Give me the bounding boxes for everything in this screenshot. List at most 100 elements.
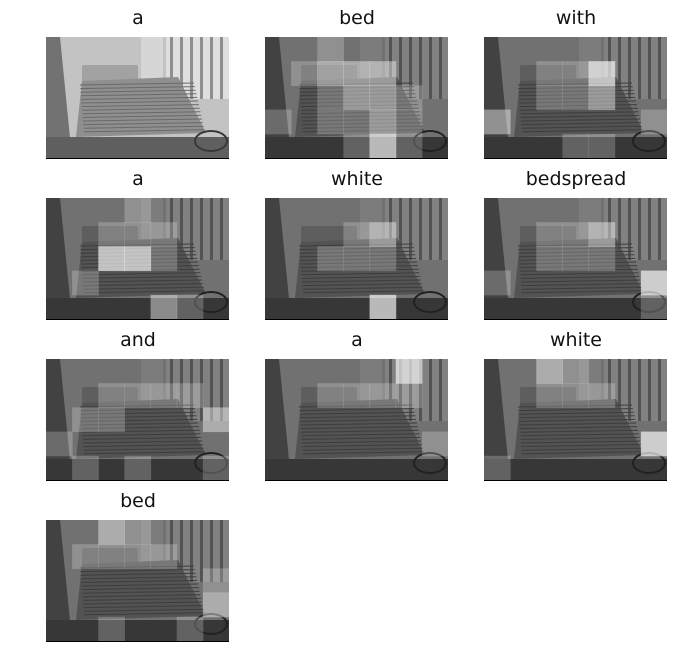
attention-cell — [562, 61, 590, 86]
attention-cell — [343, 383, 371, 408]
attention-cell — [98, 222, 125, 247]
attention-cell — [369, 85, 397, 111]
attention-image — [46, 520, 229, 642]
attention-image — [265, 359, 448, 481]
attention-cell — [98, 407, 125, 433]
attention-cell — [588, 85, 616, 111]
attention-cell — [150, 383, 178, 408]
panel-word: a — [351, 329, 363, 351]
attention-cell — [176, 294, 204, 319]
attention-cell — [536, 85, 563, 111]
attention-cell — [72, 270, 99, 296]
attention-cell — [369, 133, 397, 158]
attention-image — [46, 359, 229, 481]
attention-cell — [640, 431, 667, 457]
attention-cell — [562, 383, 590, 408]
attention-cell — [317, 61, 344, 86]
attention-cell — [395, 109, 423, 135]
attention-cell — [176, 616, 204, 641]
attention-cell — [395, 133, 423, 158]
attention-cell — [124, 455, 152, 480]
attention-cell — [588, 222, 616, 247]
attention-cell — [536, 383, 563, 408]
attention-cell — [124, 246, 152, 272]
attention-cell — [317, 383, 344, 408]
attention-image — [484, 198, 667, 320]
attention-cell — [484, 455, 511, 480]
attention-cell — [124, 520, 152, 545]
attention-image — [265, 37, 448, 159]
attention-image — [484, 37, 667, 159]
attention-cell — [124, 544, 152, 569]
panel-word: white — [331, 168, 383, 190]
attention-image — [46, 198, 229, 320]
attention-cell — [124, 198, 152, 223]
attention-cell — [588, 61, 616, 86]
attention-cell — [640, 109, 667, 135]
attention-cell — [343, 133, 371, 158]
panel-word: a — [132, 168, 144, 190]
attention-cell — [72, 544, 99, 569]
attention-cell — [98, 520, 125, 545]
attention-cell — [588, 246, 616, 272]
attention-cell — [369, 109, 397, 135]
panel-word: white — [550, 329, 602, 351]
attention-cell — [369, 246, 397, 272]
attention-cell — [150, 544, 178, 569]
attention-cell — [536, 61, 563, 86]
attention-cell — [536, 222, 563, 247]
attention-cell — [150, 246, 178, 272]
attention-cell — [72, 407, 99, 433]
attention-cell — [562, 359, 590, 384]
attention-cell — [343, 246, 371, 272]
attention-cell — [150, 222, 178, 247]
attention-cell — [484, 109, 511, 135]
attention-cell — [98, 616, 125, 641]
attention-cell — [588, 133, 616, 158]
panel-word: a — [132, 7, 144, 29]
attention-cell — [588, 383, 616, 408]
attention-image — [484, 359, 667, 481]
attention-cell — [202, 455, 229, 480]
attention-cell — [291, 61, 318, 86]
attention-cell — [176, 383, 204, 408]
attention-cell — [124, 383, 152, 408]
attention-cell — [536, 246, 563, 272]
attention-cell — [562, 133, 590, 158]
attention-cell — [317, 109, 344, 135]
attention-cell — [343, 109, 371, 135]
panel-word: bed — [339, 7, 375, 29]
attention-cell — [343, 222, 371, 247]
attention-cell — [46, 431, 73, 457]
attention-cell — [202, 568, 229, 594]
attention-cell — [124, 222, 152, 247]
attention-cell — [265, 109, 292, 135]
attention-cell — [395, 359, 423, 384]
attention-cell — [343, 85, 371, 111]
panel-word: and — [120, 329, 156, 351]
attention-cell — [202, 592, 229, 618]
attention-cell — [343, 61, 371, 86]
attention-cell — [421, 431, 448, 457]
attention-cell — [317, 246, 344, 272]
attention-image — [46, 37, 229, 159]
panel-word: bedspread — [525, 168, 627, 190]
attention-cell — [484, 270, 511, 296]
attention-cell — [369, 294, 397, 319]
attention-image — [265, 198, 448, 320]
attention-cell — [395, 85, 423, 111]
attention-cell — [369, 222, 397, 247]
attention-cell — [150, 294, 178, 319]
attention-cell — [640, 270, 667, 296]
attention-cell — [317, 85, 344, 111]
panel-word: with — [555, 7, 597, 29]
attention-cell — [536, 359, 563, 384]
attention-cell — [395, 383, 423, 408]
attention-cell — [98, 383, 125, 408]
attention-cell — [369, 383, 397, 408]
attention-cell — [317, 37, 344, 62]
attention-cell — [72, 455, 99, 480]
attention-cell — [98, 246, 125, 272]
attention-cell — [369, 61, 397, 86]
attention-cell — [202, 407, 229, 433]
